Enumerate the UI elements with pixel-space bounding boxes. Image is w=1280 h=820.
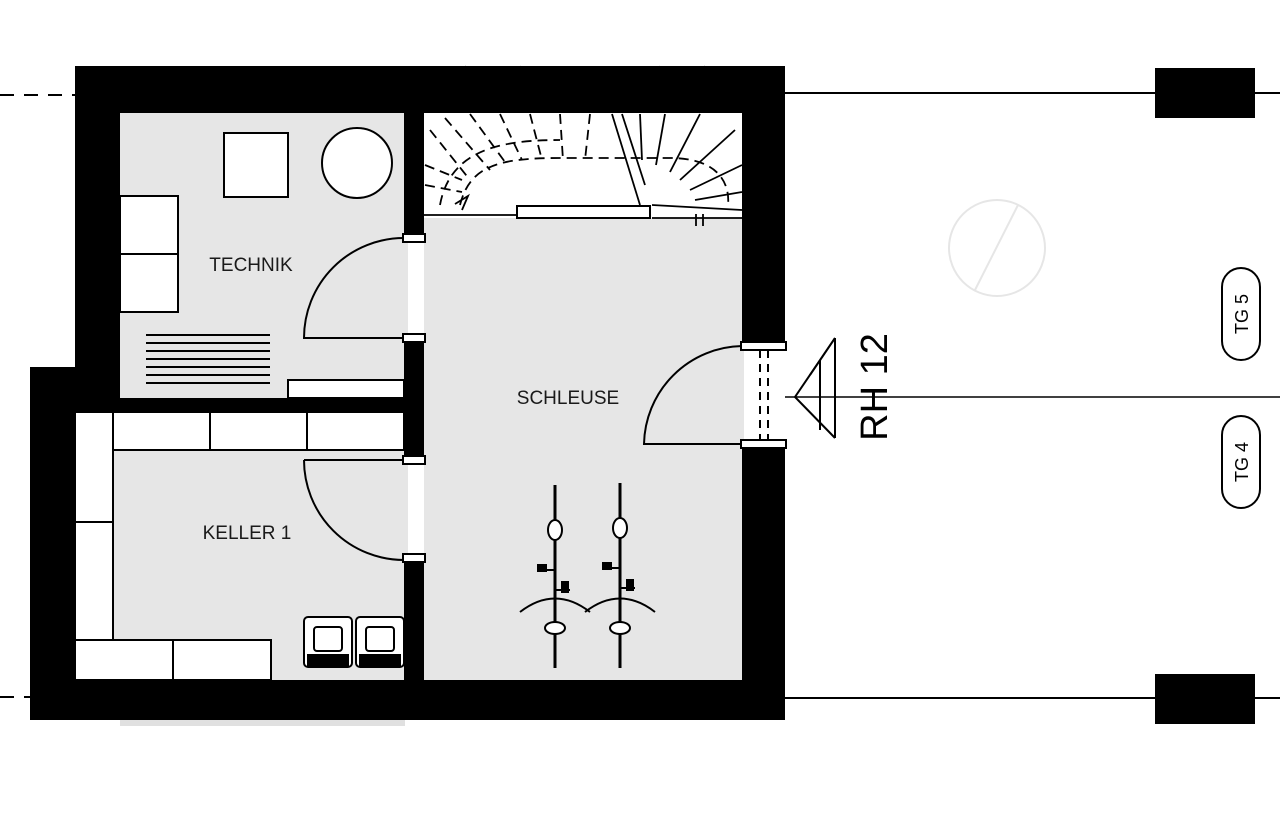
radiator-icon: [146, 334, 270, 384]
house-label: RH 12: [854, 333, 896, 441]
garage-tag-tg5: [1221, 267, 1261, 361]
bicycle-icon: [584, 483, 656, 668]
north-arrow-icon: [948, 199, 1046, 297]
door-jambs: [402, 233, 787, 563]
washing-machine-icon: [303, 616, 353, 668]
stair-landing-step: [516, 205, 651, 219]
door-keller: [303, 459, 405, 561]
room-label-keller: KELLER 1: [203, 523, 292, 544]
doors: [302, 237, 769, 561]
axis-lines: [0, 92, 1280, 699]
boiler-icon: [223, 132, 289, 198]
column-lower: [1155, 674, 1255, 724]
door-entrance: [642, 345, 743, 445]
section-marker-icon: [793, 337, 836, 439]
cabinet-technik: [119, 195, 179, 313]
garage-label-upper: TG 5: [1232, 294, 1252, 334]
door-technik: [302, 237, 405, 339]
garage-label-lower: TG 4: [1232, 442, 1252, 482]
column-upper: [1155, 68, 1255, 118]
tank-icon: [321, 127, 393, 199]
walls: [30, 66, 785, 720]
staircase: [424, 113, 743, 226]
counter-technik: [287, 379, 405, 399]
dryer-icon: [355, 616, 405, 668]
room-label-schleuse: SCHLEUSE: [517, 388, 619, 409]
stair-ticks-top: [464, 65, 706, 73]
exterior-strip-bottom: [120, 718, 405, 726]
room-label-technik: TECHNIK: [209, 255, 293, 276]
garage-tag-tg4: [1221, 415, 1261, 509]
shelves-keller: [74, 411, 405, 681]
bicycle-icon: [519, 485, 591, 668]
